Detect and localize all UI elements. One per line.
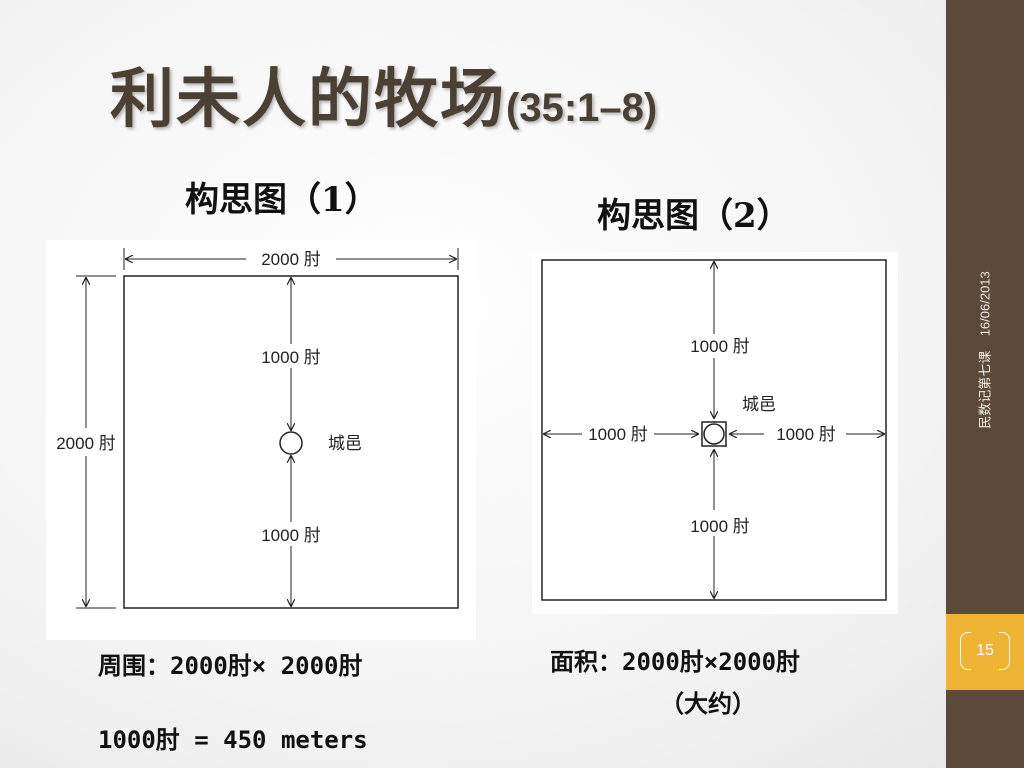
diagram1-square — [123, 275, 459, 609]
diagram1-side-label: 2000 肘 — [56, 434, 116, 453]
diagram1-city-circle — [279, 431, 303, 455]
diagram1: 2000 肘 2000 肘 1000 肘 城邑 1000 肘 — [46, 240, 476, 640]
diagram2: 1000 肘 城邑 1000 肘 1000 肘 1000 肘 — [532, 252, 898, 614]
course-name: 民数记第七课 — [977, 350, 993, 429]
area-approx-note: （大约） — [660, 690, 756, 718]
diagram2-city-label: 城邑 — [742, 395, 776, 414]
slide-number-badge — [946, 614, 1024, 690]
diagram1-lower-label: 1000 肘 — [261, 526, 321, 545]
slide: 利未人的牧场(35:1–8) 构思图（1） 构思图（2） 2000 肘 2000 — [46, 55, 898, 754]
slide-title: 利未人的牧场(35:1–8) — [110, 55, 657, 145]
diagram2-left-label: 1000 肘 — [588, 425, 648, 444]
bracket-left-icon — [960, 632, 971, 670]
sidebar-vertical-text: 民数记第七课 16/06/2013 — [964, 245, 1004, 455]
slide-date: 16/06/2013 — [977, 271, 993, 337]
diagram2-bottom-label: 1000 肘 — [690, 517, 750, 536]
area-note: 面积：2000肘×2000肘 — [550, 648, 801, 676]
diagram1-upper-label: 1000 肘 — [261, 348, 321, 367]
diagram2-right-label: 1000 肘 — [776, 425, 836, 444]
title-reference: (35:1–8) — [506, 86, 658, 130]
conversion-note: 1000肘 = 450 meters — [98, 726, 368, 754]
diagram2-top-label: 1000 肘 — [690, 337, 750, 356]
diagram1-city-label: 城邑 — [328, 434, 362, 453]
diagram2-caption: 构思图（2） — [597, 196, 791, 236]
title-main: 利未人的牧场 — [110, 62, 506, 137]
diagram2-city-circle — [703, 423, 725, 445]
diagram1-caption: 构思图（1） — [185, 180, 379, 220]
bracket-right-icon — [999, 632, 1010, 670]
diagram1-top-label: 2000 肘 — [261, 250, 321, 269]
diagram2-square — [541, 259, 887, 601]
slide-number: 15 — [976, 642, 994, 659]
perimeter-note: 周围：2000肘× 2000肘 — [98, 652, 363, 680]
